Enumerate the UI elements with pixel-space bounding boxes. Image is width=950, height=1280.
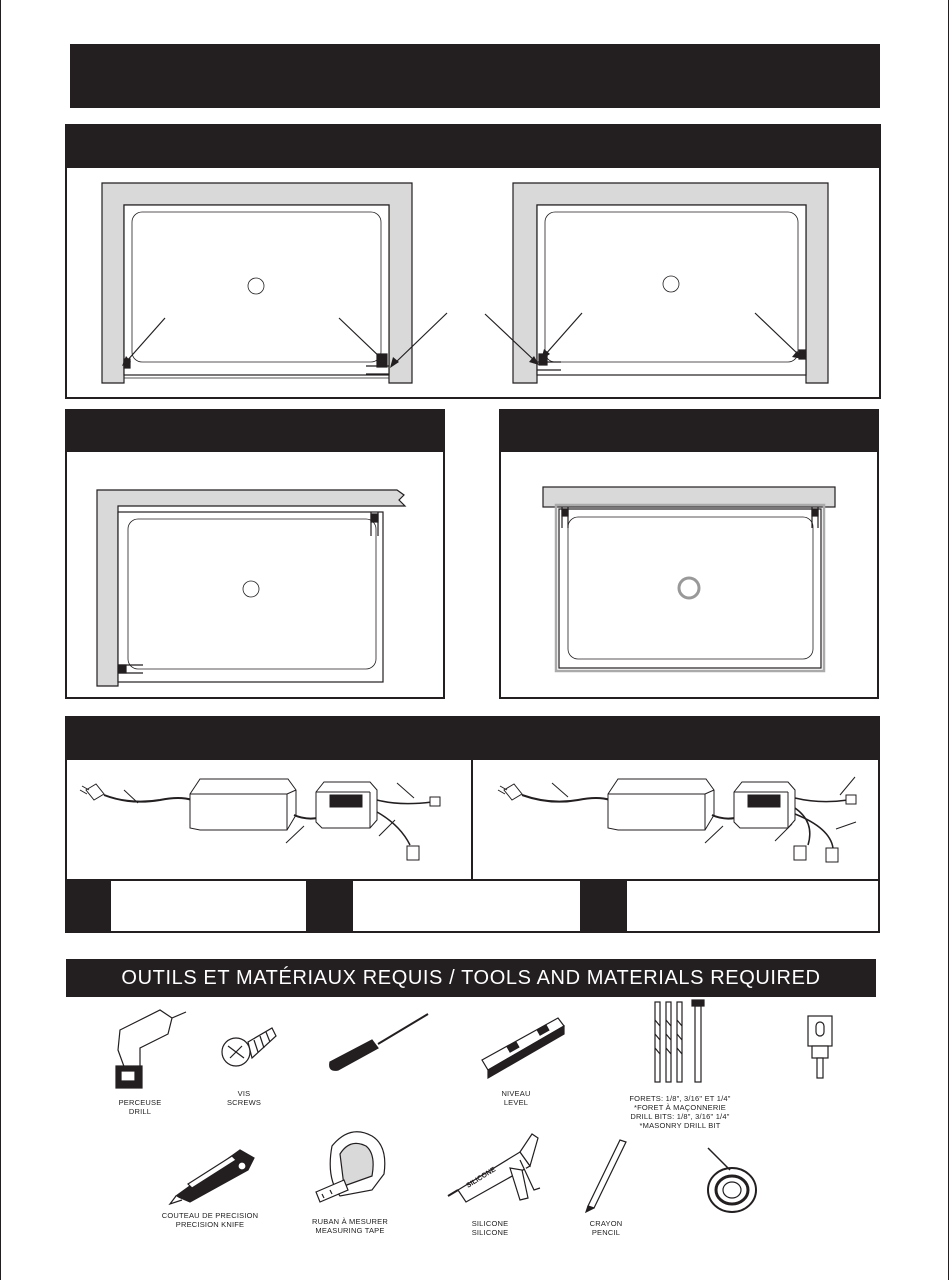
- knife-label-en: PRECISION KNIFE: [175, 1220, 245, 1229]
- electrical-legend-divider: [65, 879, 880, 881]
- knife-label-fr: COUTEAU DE PRECISION: [161, 1211, 259, 1220]
- pencil-label-en: PENCIL: [591, 1228, 621, 1237]
- silicone-label: SILICONE SILICONE: [450, 1219, 530, 1237]
- drill-label: PERCEUSE DRILL: [100, 1098, 180, 1116]
- drill-bits-label: FORETS: 1/8", 3/16" ET 1/4" *FORET À MAÇ…: [610, 1094, 750, 1130]
- tape-label-fr: RUBAN À MESURER: [312, 1217, 388, 1226]
- front-wall: [542, 486, 836, 508]
- drill-label-en: DRILL: [128, 1107, 152, 1116]
- front-tub-outline: [554, 503, 826, 673]
- page-border-right: [948, 0, 949, 1280]
- screws-label: VIS SCREWS: [204, 1089, 284, 1107]
- tools-heading: OUTILS ET MATÉRIAUX REQUIS / TOOLS AND M…: [66, 959, 876, 997]
- knife-label: COUTEAU DE PRECISION PRECISION KNIFE: [150, 1211, 270, 1229]
- screws-label-fr: VIS: [237, 1089, 251, 1098]
- corner-wall: [96, 489, 407, 687]
- silicone-label-en: SILICONE: [471, 1228, 509, 1237]
- pencil-label: CRAYON PENCIL: [566, 1219, 646, 1237]
- tape-label-en: MEASURING TAPE: [315, 1226, 385, 1235]
- corner-drain: [242, 580, 260, 598]
- drill-bits-label-line1: FORETS: 1/8", 3/16" ET 1/4": [629, 1094, 731, 1103]
- alcove-right-drain: [662, 275, 680, 293]
- plug-icon: [85, 783, 105, 801]
- legend-key-3: [582, 881, 627, 932]
- pencil-label-fr: CRAYON: [589, 1219, 623, 1228]
- drill-bits-label-line4: *MASONRY DRILL BIT: [639, 1121, 721, 1130]
- section-front-header: [499, 409, 879, 452]
- tape-label: RUBAN À MESURER MEASURING TAPE: [300, 1217, 400, 1235]
- alcove-right-tub: [536, 204, 807, 376]
- alcove-left-drain: [247, 277, 265, 295]
- plug-icon-2: [503, 783, 523, 801]
- alcove-left-tub: [123, 204, 390, 376]
- drill-bits-label-line3: DRILL BITS: 1/8", 3/16" 1/4": [630, 1112, 730, 1121]
- legend-key-1: [66, 881, 111, 932]
- drill-label-fr: PERCEUSE: [118, 1098, 162, 1107]
- drill-bits-label-line2: *FORET À MAÇONNERIE: [633, 1103, 726, 1112]
- electrical-divider: [471, 760, 473, 880]
- section-alcove-header: [65, 124, 881, 168]
- page-border-left: [0, 0, 1, 1280]
- legend-divider-2: [580, 881, 582, 932]
- page-title-bar: [70, 44, 880, 108]
- front-drain: [677, 576, 701, 600]
- level-label: NIVEAU LEVEL: [476, 1089, 556, 1107]
- legend-key-2: [308, 881, 353, 932]
- section-corner-header: [65, 409, 445, 452]
- section-electrical-header: [65, 716, 880, 760]
- level-label-en: LEVEL: [503, 1098, 529, 1107]
- level-label-fr: NIVEAU: [501, 1089, 531, 1098]
- legend-divider-1: [306, 881, 308, 932]
- screws-label-en: SCREWS: [226, 1098, 262, 1107]
- silicone-label-fr: SILICONE: [471, 1219, 509, 1228]
